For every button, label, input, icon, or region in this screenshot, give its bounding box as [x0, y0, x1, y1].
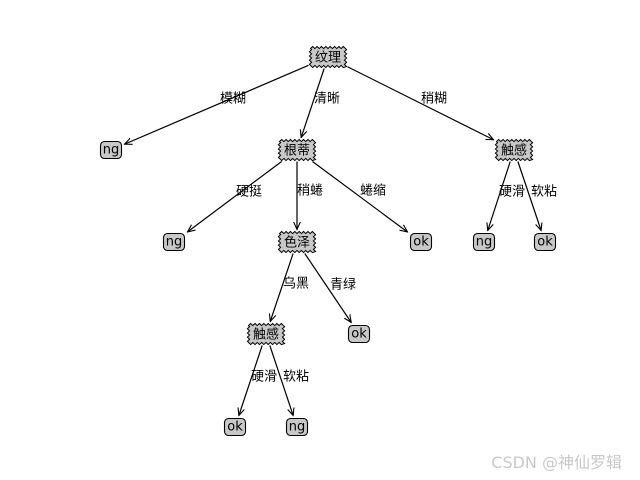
leaf-node-box [285, 417, 309, 437]
edge-label: 软粘 [283, 370, 309, 385]
leaf-node-box [162, 232, 186, 252]
decision-node-label: 根蒂 [284, 144, 310, 159]
leaf-node-label: ng [166, 235, 183, 250]
leaf-node: ng [285, 417, 309, 437]
edge-label: 乌黑 [283, 276, 309, 292]
edge-gendi-l2 [188, 161, 282, 232]
leaf-node: ng [99, 140, 123, 160]
leaf-node-label: ng [289, 420, 306, 435]
edge-label: 清晰 [314, 92, 340, 107]
decision-node-label: 触感 [253, 327, 279, 343]
leaf-node-box [533, 232, 557, 252]
edge-root-gendi [301, 68, 325, 138]
leaf-node: ok [409, 232, 433, 252]
decision-node-box [246, 322, 286, 346]
edge-label: 硬滑 [499, 185, 525, 200]
decision-node: 色泽 [277, 230, 317, 254]
edge-gendi-l3 [312, 161, 408, 232]
decision-node-label: 触感 [501, 143, 527, 159]
edge-chugan1-l5 [517, 161, 541, 231]
leaf-node: ng [162, 232, 186, 252]
edge-label: 硬滑 [251, 370, 277, 385]
edges-layer [125, 64, 542, 416]
leaf-node-box [347, 324, 371, 344]
edge-root-chugan1 [347, 66, 494, 140]
edge-label: 稍糊 [421, 91, 447, 107]
leaf-node-box [99, 140, 123, 160]
leaf-node-box [409, 232, 433, 252]
edge-chugan2-l7 [239, 345, 263, 416]
leaf-node-box [472, 232, 496, 252]
edge-label: 模糊 [220, 91, 246, 107]
watermark-text: CSDN @神仙罗辑 [491, 453, 622, 472]
decision-node-box [277, 138, 317, 162]
leaf-node: ok [223, 417, 247, 437]
leaf-node-label: ng [103, 143, 120, 158]
leaf-node-label: ng [476, 235, 493, 250]
edge-seze-l6 [304, 253, 352, 323]
leaf-node: ok [533, 232, 557, 252]
edge-root-l1 [125, 64, 309, 144]
edge-chugan1-l4 [488, 161, 511, 231]
edge-labels-layer: 模糊清晰稍糊硬挺稍蜷蜷缩硬滑软粘乌黑青绿硬滑软粘 [220, 91, 557, 385]
decision-node-box [308, 45, 348, 69]
edge-label: 蜷缩 [360, 183, 386, 199]
leaf-node-label: ok [227, 420, 243, 435]
leaf-node: ng [472, 232, 496, 252]
decision-node: 触感 [494, 138, 534, 162]
leaf-node-label: ok [537, 235, 553, 250]
edge-label: 稍蜷 [297, 184, 323, 199]
leaf-node-label: ok [351, 327, 367, 342]
edge-chugan2-l8 [269, 345, 293, 416]
edge-label: 硬挺 [236, 185, 262, 200]
decision-node: 纹理 [308, 45, 348, 69]
edge-label: 青绿 [330, 278, 356, 293]
leaf-node-box [223, 417, 247, 437]
decision-node-label: 纹理 [315, 51, 341, 66]
decision-node-label: 色泽 [284, 235, 310, 251]
decision-node: 触感 [246, 322, 286, 346]
edge-label: 软粘 [531, 185, 557, 200]
leaf-node-label: ok [413, 235, 429, 250]
leaf-node: ok [347, 324, 371, 344]
decision-node-box [277, 230, 317, 254]
edge-seze-chugan2 [270, 253, 294, 322]
decision-node: 根蒂 [277, 138, 317, 162]
decision-node-box [494, 138, 534, 162]
